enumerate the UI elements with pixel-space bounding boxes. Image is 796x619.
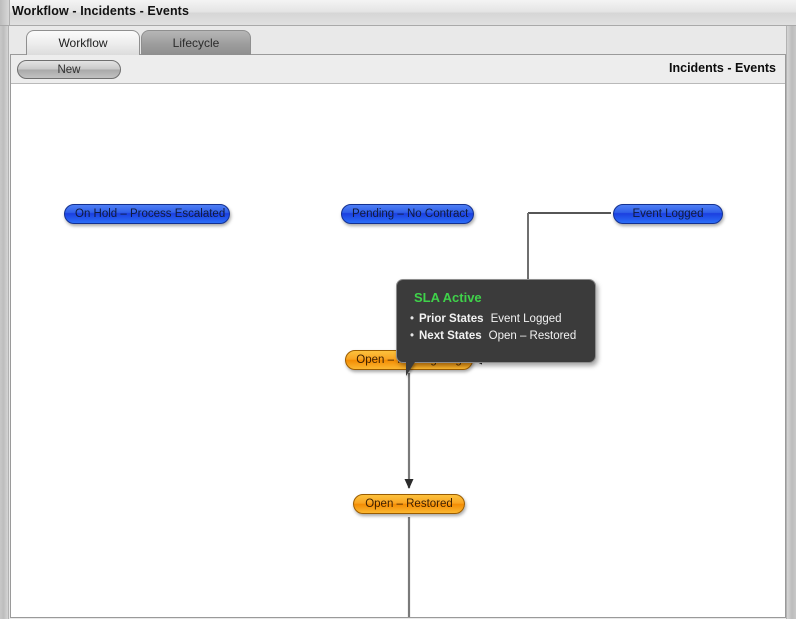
state-node-pending-no-contract[interactable]: Pending – No Contract <box>341 204 474 224</box>
tab-workflow[interactable]: Workflow <box>26 30 140 55</box>
tab-strip: Workflow Lifecycle <box>10 27 786 55</box>
tooltip-label-prior-states: Prior States <box>419 313 484 325</box>
workflow-canvas[interactable]: On Hold – Process Escalated Pending – No… <box>11 85 785 617</box>
new-button[interactable]: New <box>17 60 121 79</box>
window-frame-right <box>786 26 796 619</box>
state-node-event-logged[interactable]: Event Logged <box>613 204 723 224</box>
state-node-open-restored[interactable]: Open – Restored <box>353 494 465 514</box>
tooltip-value-prior-states: Event Logged <box>490 313 562 325</box>
bullet-icon: • <box>410 313 415 325</box>
tooltip-pointer <box>406 362 422 376</box>
tooltip-value-next-states: Open – Restored <box>488 330 577 342</box>
tooltip-title: SLA Active <box>414 290 482 305</box>
bullet-icon: • <box>410 330 415 342</box>
titlebar-grip <box>0 0 10 25</box>
tooltip-label-next-states: Next States <box>419 330 482 342</box>
toolbar: New Incidents - Events <box>11 55 785 84</box>
state-node-on-hold-process-escalated[interactable]: On Hold – Process Escalated <box>64 204 230 224</box>
tab-lifecycle-label: Lifecycle <box>172 36 220 50</box>
window-title: Workflow - Incidents - Events <box>12 4 189 18</box>
tooltip-row-prior-states: • Prior States Event Logged <box>410 313 562 325</box>
tooltip-row-next-states: • Next States Open – Restored <box>410 330 576 342</box>
window-titlebar: Workflow - Incidents - Events <box>0 0 796 26</box>
window-frame-left <box>0 26 9 619</box>
tab-workflow-label: Workflow <box>58 36 108 50</box>
content-panel: New Incidents - Events <box>10 54 786 618</box>
state-tooltip: SLA Active • Prior States Event Logged • Ne… <box>396 279 596 376</box>
tab-lifecycle[interactable]: Lifecycle <box>141 30 251 55</box>
page-title: Incidents - Events <box>669 61 776 75</box>
